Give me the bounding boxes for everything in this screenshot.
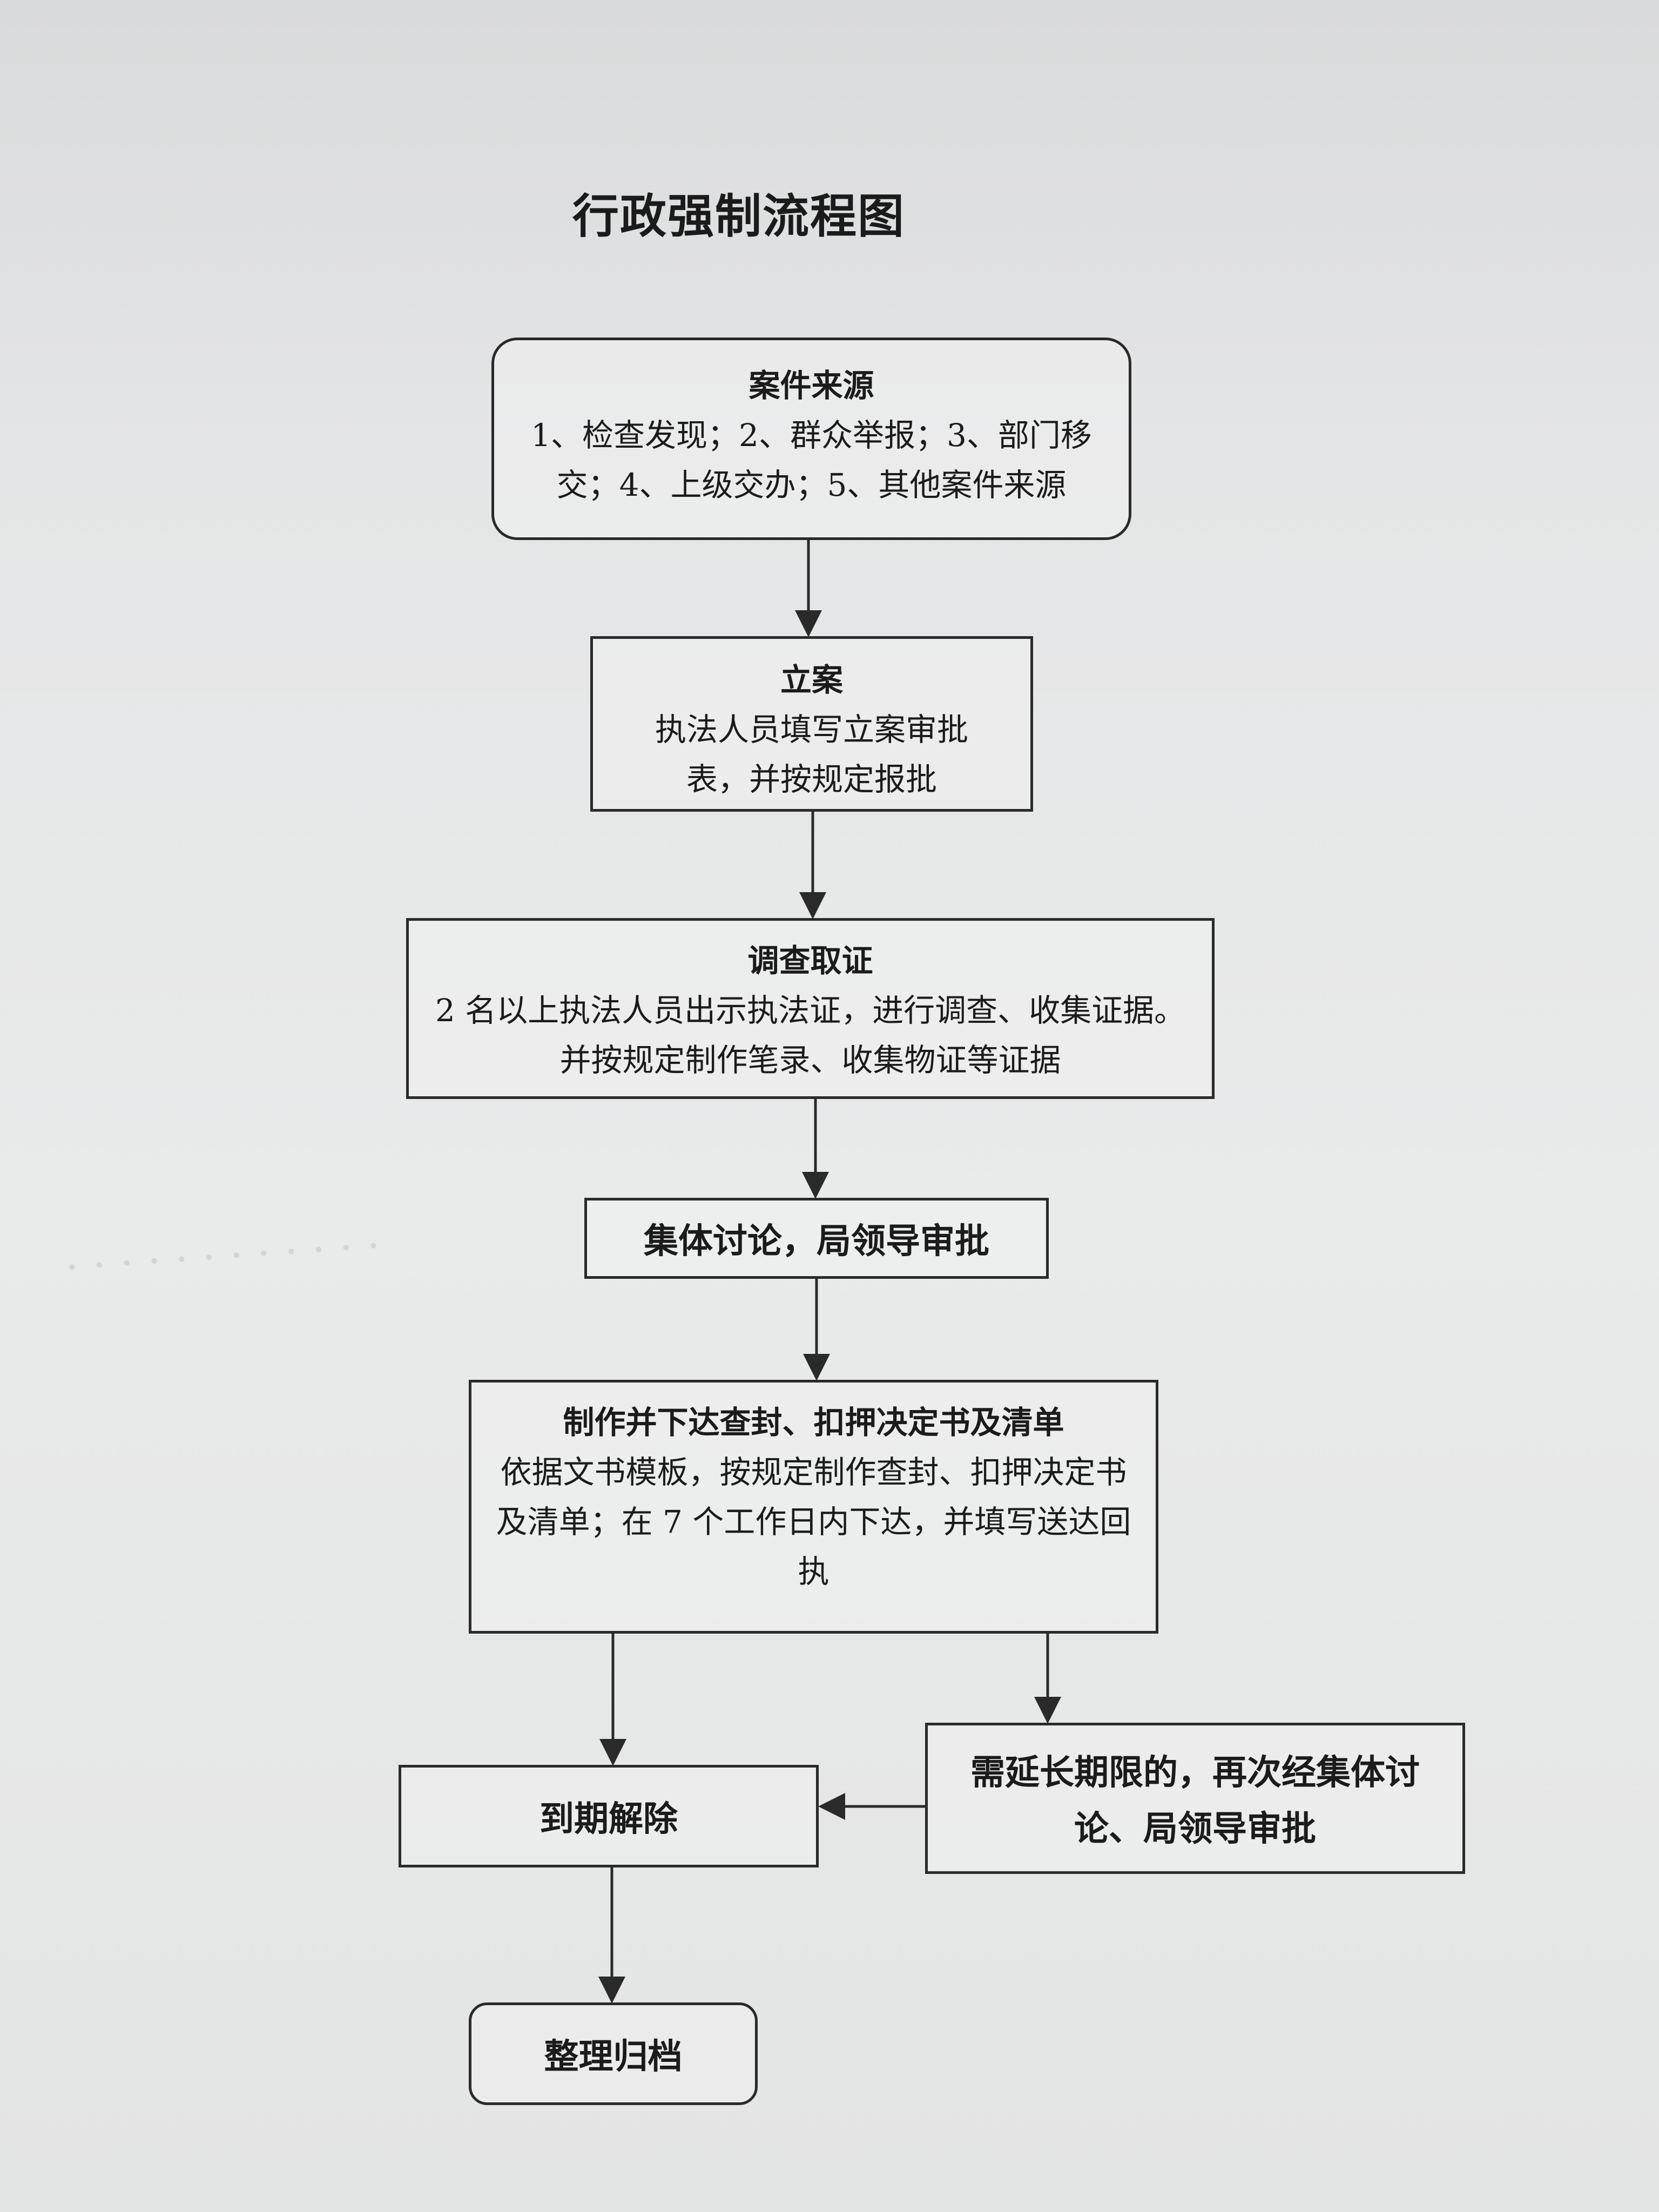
node-decision-heading: 制作并下达查封、扣押决定书及清单 [563,1404,1064,1441]
node-case-source-heading: 案件来源 [748,367,874,404]
node-decision: 制作并下达查封、扣押决定书及清单 依据文书模板，按规定制作查封、扣押决定书及清单… [469,1380,1158,1634]
node-collective-discussion-text: 集体讨论，局领导审批 [644,1221,989,1262]
node-extension-text: 需延长期限的，再次经集体讨论、局领导审批 [970,1752,1420,1849]
node-case-source: 案件来源 1、检查发现；2、群众举报；3、部门移交；4、上级交办；5、其他案件来… [491,338,1131,540]
node-extension: 需延长期限的，再次经集体讨论、局领导审批 [925,1723,1465,1874]
node-decision-text: 依据文书模板，按规定制作查封、扣押决定书及清单；在 7 个工作日内下达，并填写送… [496,1454,1131,1590]
node-expiry-release-text: 到期解除 [539,1799,678,1839]
node-filing: 立案 执法人员填写立案审批表，并按规定报批 [590,636,1033,812]
node-collective-discussion: 集体讨论，局领导审批 [584,1198,1049,1279]
node-case-source-text: 1、检查发现；2、群众举报；3、部门移交；4、上级交办；5、其他案件来源 [531,417,1092,503]
page-title: 行政强制流程图 [572,189,905,244]
node-archive-text: 整理归档 [544,2036,683,2077]
node-filing-heading: 立案 [780,662,843,698]
node-investigation-text: 2 名以上执法人员出示执法证，进行调查、收集证据。并按规定制作笔录、收集物证等证… [435,992,1186,1078]
node-archive: 整理归档 [469,2002,758,2105]
node-investigation-heading: 调查取证 [747,942,873,979]
node-filing-text: 执法人员填写立案审批表，并按规定报批 [655,711,968,798]
node-expiry-release: 到期解除 [399,1765,819,1867]
node-investigation: 调查取证 2 名以上执法人员出示执法证，进行调查、收集证据。并按规定制作笔录、收… [406,918,1215,1099]
